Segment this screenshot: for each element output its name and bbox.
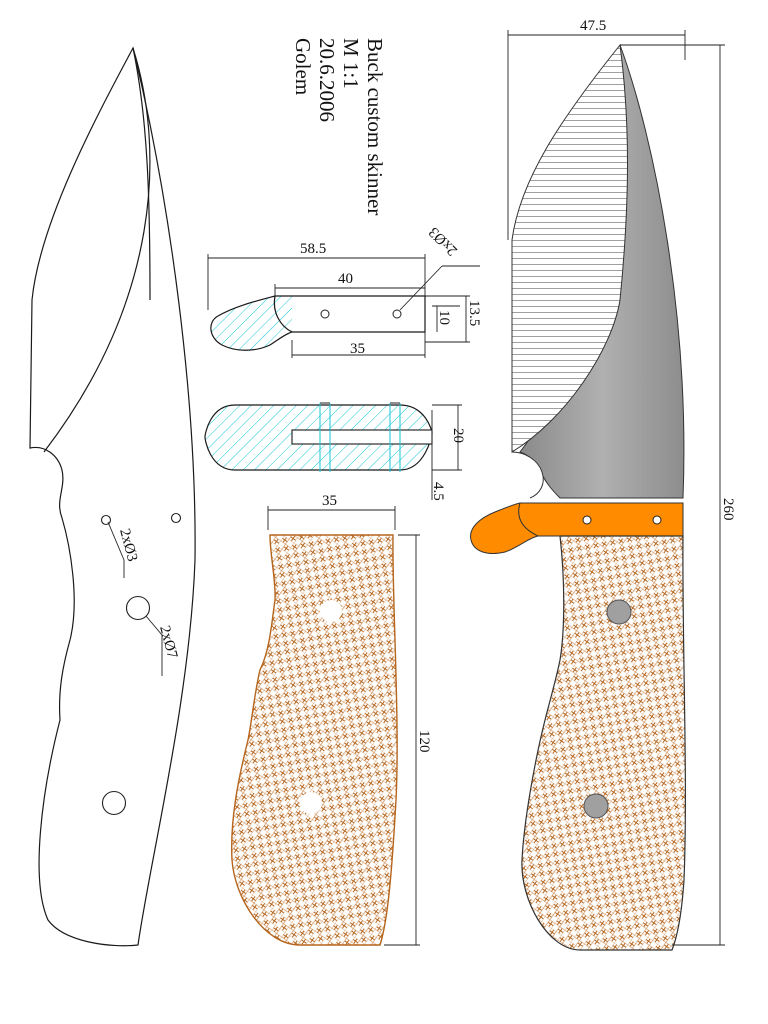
- label-blank-large-holes: 2xØ7: [156, 624, 180, 661]
- guard-tang-slot: [291, 429, 433, 445]
- guard-side-view: 58.5 40 35 13.5 10 2xØ3: [207, 224, 482, 358]
- label-blank-small-holes: 2xØ3: [116, 527, 140, 563]
- leader-small-holes: [107, 521, 125, 561]
- title-line-author: Golem: [291, 38, 315, 95]
- blank-hole-small-1: [100, 514, 112, 526]
- guard-hole-2: [392, 309, 402, 319]
- assembled-guard-curve: [518, 502, 539, 537]
- assembled-handle: [521, 535, 686, 951]
- label-scale-length: 120: [416, 730, 432, 753]
- blank-hole-small-2: [170, 512, 182, 524]
- blank-edge-line-1: [43, 47, 151, 453]
- handle-scale-outline: [231, 534, 398, 946]
- leader-large-holes: [145, 615, 163, 636]
- title-line-scale: M 1:1: [339, 38, 363, 89]
- label-guard-height: 13.5: [466, 300, 482, 326]
- assembled-knife-view: 47.5 260: [470, 18, 736, 951]
- assembled-guard-pin-1: [582, 515, 592, 525]
- assembled-guard: [470, 502, 684, 554]
- handle-scale-view: 35 120: [231, 493, 432, 946]
- label-assembled-length: 260: [720, 498, 736, 521]
- label-assembled-width: 47.5: [580, 18, 606, 34]
- blank-hole-large-2: [101, 790, 127, 816]
- leader-guard-holes: [399, 265, 443, 311]
- handle-scale-hole-1: [320, 600, 342, 622]
- guard-inner-curve: [273, 295, 293, 333]
- label-guard-overall: 58.5: [300, 241, 326, 257]
- knife-blank-view: 2xØ3 2xØ7: [29, 46, 196, 947]
- assembled-blade-flat: [511, 43, 628, 453]
- handle-scale-hole-2: [300, 792, 322, 814]
- blank-edge-line-2: [132, 47, 151, 301]
- blank-hole-large-1: [125, 595, 151, 621]
- label-slot-gap: 4.5: [430, 482, 446, 501]
- label-guard-holes-span: 40: [338, 271, 353, 287]
- assembled-handle-pin-2: [583, 793, 609, 819]
- guard-outline: [210, 295, 426, 351]
- label-guard-holes: 2xØ3: [426, 224, 461, 259]
- title-line-date: 20.6.2006: [315, 38, 339, 122]
- assembled-handle-pin-1: [606, 599, 632, 625]
- label-slot-width: 20: [450, 428, 466, 443]
- guard-hole-1: [320, 309, 330, 319]
- knife-blank-outline: [29, 46, 196, 947]
- guard-body-plain: [292, 296, 425, 332]
- guard-front-view: 20 4.5: [204, 402, 466, 501]
- label-guard-bottom: 35: [350, 341, 365, 357]
- label-scale-width: 35: [322, 493, 337, 509]
- label-guard-inner: 10: [436, 310, 452, 325]
- assembled-choil: [511, 451, 544, 499]
- title-block: Buck custom skinner M 1:1 20.6.2006 Gole…: [291, 38, 387, 215]
- title-line-name: Buck custom skinner: [363, 38, 387, 215]
- assembled-guard-pin-2: [652, 515, 662, 525]
